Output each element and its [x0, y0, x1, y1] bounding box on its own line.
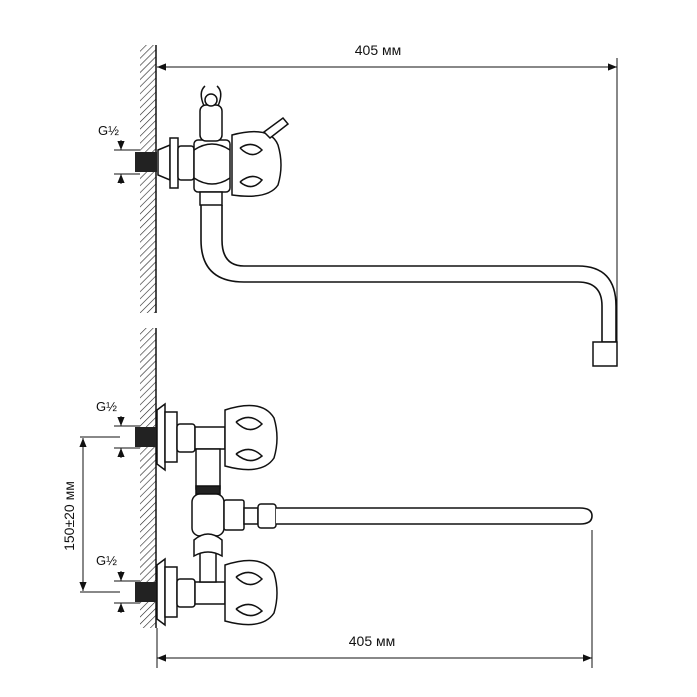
top-width-label: 405 мм	[355, 42, 402, 58]
front-thread-indicator-upper: G½	[96, 399, 157, 458]
front-width-label: 405 мм	[349, 633, 396, 649]
front-thread-label-upper: G½	[96, 399, 117, 414]
front-thread-label-lower: G½	[96, 553, 117, 568]
front-height-label: 150±20 мм	[61, 481, 77, 551]
faucet-body-top	[157, 85, 290, 206]
wall-top	[140, 45, 157, 313]
top-thread-indicator: G½	[98, 123, 157, 184]
front-height-dimension: 150±20 мм	[61, 436, 120, 593]
front-thread-indicator-lower: G½	[96, 553, 157, 613]
front-view: 150±20 мм G½ G½	[61, 328, 593, 668]
top-width-dimension: 405 мм	[157, 42, 618, 345]
top-thread-label: G½	[98, 123, 119, 138]
wall-front	[140, 328, 157, 628]
faucet-lower-valve	[156, 557, 278, 627]
spout-top	[200, 205, 618, 367]
spout-front	[276, 507, 593, 525]
faucet-upper-valve	[156, 402, 278, 472]
front-width-dimension: 405 мм	[156, 530, 593, 668]
top-view: 405 мм G½	[98, 42, 618, 367]
faucet-center-body	[191, 448, 277, 583]
